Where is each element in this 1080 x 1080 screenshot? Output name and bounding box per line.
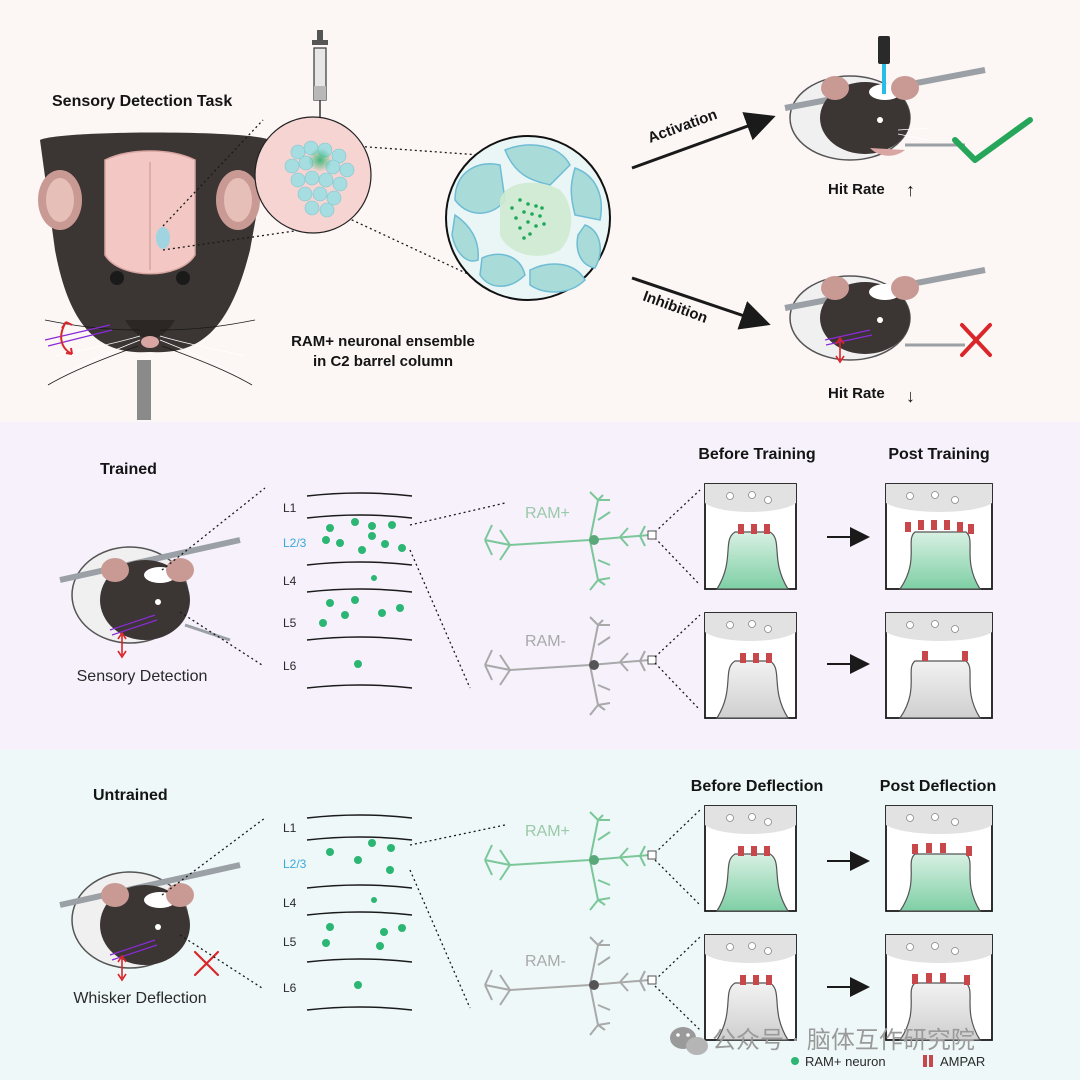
trained-title: Trained: [100, 461, 157, 478]
untrained-post-label: Post Deflection: [880, 778, 996, 795]
watermark: 公众号 · 脑体互作研究院: [670, 1026, 975, 1055]
trained-ram-neg-neuron: [484, 616, 657, 716]
activation-arrow: [631, 112, 776, 170]
laser-fiber-icon: [878, 36, 890, 94]
barrel-zoom-circle: [254, 116, 372, 234]
trained-ram-pos-label: RAM+: [525, 505, 570, 522]
untrained-mouse: [59, 862, 241, 982]
trained-before-neg-synapse: [704, 612, 797, 719]
trained-mouse: [59, 537, 241, 659]
trained-neg-zoom-lines: [654, 614, 701, 711]
cross-icon: [960, 323, 992, 357]
untrained-before-label: Before Deflection: [691, 778, 823, 795]
untrained-ram-neg-label: RAM-: [525, 953, 566, 970]
untrained-before-pos-synapse: [704, 805, 797, 912]
untrained-before-neg-synapse: [704, 934, 797, 1041]
trained-ram-neg-label: RAM-: [525, 633, 566, 650]
untrained-post-neg-synapse: [885, 934, 993, 1041]
zoom-lines-1: [162, 119, 481, 276]
check-icon: [952, 117, 1033, 163]
trained-post-neg-synapse: [885, 612, 993, 719]
hit-rate-up-arrow: ↑: [906, 180, 915, 200]
activated-mouse: [784, 67, 986, 161]
untrained-layer-l6: L6: [283, 981, 297, 995]
cell-zoom-circle: [445, 135, 611, 301]
legend-ram-label: RAM+ neuron: [805, 1054, 886, 1069]
trained-layer-l1: L1: [283, 501, 297, 515]
trained-layer-l5: L5: [283, 616, 297, 630]
trained-layer-l23: L2/3: [283, 536, 307, 550]
untrained-cross-icon: [193, 950, 220, 977]
trained-before-label: Before Training: [698, 446, 815, 463]
untrained-cortex: L1 L2/3 L4 L5 L6: [283, 814, 413, 1011]
trained-cortex: L1 L2/3 L4 L5 L6: [283, 492, 413, 689]
hit-rate-down-arrow: ↓: [906, 386, 915, 406]
ampar-icon: [923, 1055, 933, 1067]
wechat-icon: [670, 1027, 708, 1055]
trained-ram-pos-neuron: [484, 491, 657, 591]
mouse-top-view: [38, 132, 270, 420]
untrained-layer-l5: L5: [283, 935, 297, 949]
legend-ram-dot: [791, 1057, 799, 1065]
trained-post-label: Post Training: [888, 446, 989, 463]
trained-post-pos-synapse: [885, 483, 993, 590]
legend-ampar-label: AMPAR: [940, 1054, 985, 1069]
legend: RAM+ neuron AMPAR: [791, 1054, 985, 1069]
untrained-mouse-caption: Whisker Deflection: [73, 990, 206, 1007]
untrained-layer-l4: L4: [283, 896, 297, 910]
trained-zoom-lines: [161, 487, 701, 689]
trained-before-pos-synapse: [704, 483, 797, 590]
top-title: Sensory Detection Task: [52, 93, 232, 110]
hit-rate-down-label: Hit Rate: [828, 385, 885, 402]
untrained-layer-l1: L1: [283, 821, 297, 835]
untrained-title: Untrained: [93, 787, 168, 804]
untrained-ram-neg-neuron: [484, 936, 657, 1036]
untrained-ram-pos-label: RAM+: [525, 823, 570, 840]
untrained-ram-pos-neuron: [484, 811, 657, 911]
trained-layer-l6: L6: [283, 659, 297, 673]
ensemble-label-2: in C2 barrel column: [313, 353, 453, 370]
trained-mouse-caption: Sensory Detection: [77, 668, 208, 685]
watermark-text: 公众号 · 脑体互作研究院: [712, 1026, 975, 1054]
untrained-zoom-lines: [161, 809, 701, 1031]
untrained-post-pos-synapse: [885, 805, 993, 912]
inhibition-arrow: [631, 276, 771, 330]
ensemble-label-1: RAM+ neuronal ensemble: [291, 333, 475, 350]
inhibited-mouse: [784, 267, 986, 364]
untrained-layer-l23: L2/3: [283, 857, 307, 871]
hit-rate-up-label: Hit Rate: [828, 181, 885, 198]
trained-layer-l4: L4: [283, 574, 297, 588]
